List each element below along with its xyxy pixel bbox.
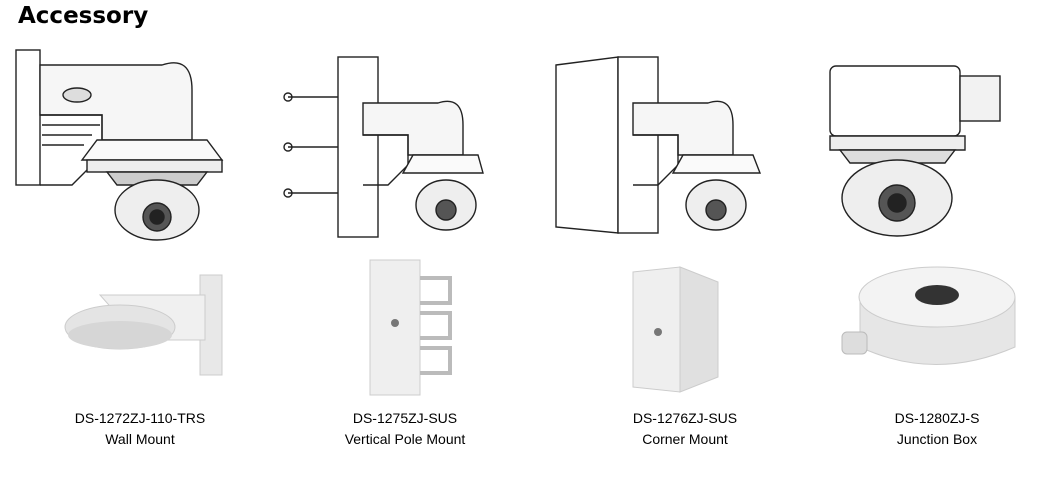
- corner-mount-drawing: [555, 56, 762, 234]
- product-name: Wall Mount: [105, 431, 175, 447]
- product-name: Vertical Pole Mount: [344, 431, 466, 447]
- pole-mount-photo: [369, 259, 452, 396]
- product-caption: DS-1272ZJ-110-TRS Wall Mount: [30, 408, 250, 450]
- junction-box-drawing: [829, 65, 1001, 237]
- product-caption: DS-1276ZJ-SUS Corner Mount: [575, 408, 795, 450]
- product-caption: DS-1280ZJ-S Junction Box: [827, 408, 1047, 450]
- product-caption: DS-1275ZJ-SUS Vertical Pole Mount: [295, 408, 515, 450]
- junction-box-photo: [841, 266, 1016, 365]
- section-title: Accessory: [18, 3, 149, 29]
- wall-mount-photo: [64, 274, 223, 376]
- product-name: Corner Mount: [642, 431, 728, 447]
- wall-mount-drawing: [15, 49, 224, 241]
- corner-mount-photo: [632, 266, 719, 393]
- pole-mount-drawing: [283, 56, 484, 238]
- product-name: Junction Box: [896, 431, 978, 447]
- product-model: DS-1276ZJ-SUS: [632, 410, 738, 426]
- product-model: DS-1272ZJ-110-TRS: [74, 410, 206, 426]
- product-model: DS-1275ZJ-SUS: [352, 410, 458, 426]
- product-model: DS-1280ZJ-S: [894, 410, 980, 426]
